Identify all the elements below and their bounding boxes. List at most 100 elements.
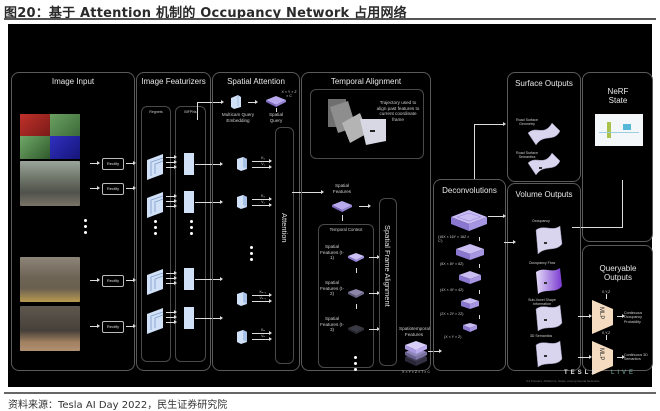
arrow-icon: [195, 316, 223, 320]
arrow-icon: [369, 255, 380, 259]
rectify-block: Rectify: [102, 321, 124, 333]
arrow-icon: [195, 277, 223, 281]
arrow-icon: [90, 161, 100, 165]
volume-output-label: Sub-Voxel Shape Information: [528, 298, 556, 307]
arrow-icon: [90, 186, 100, 190]
spatial-query-label: Spatial Query: [268, 112, 284, 123]
temporal-context-label: Temporal Context: [329, 227, 363, 232]
deconv-dims: (4X × 4Y × 4Z): [440, 288, 464, 292]
mlp-query-input: X,Y,Z: [601, 331, 611, 335]
mlp-block: [592, 300, 613, 334]
title-divider: [4, 18, 656, 20]
nerf-state-title: NeRF State: [607, 87, 629, 105]
arrow-icon: [252, 197, 272, 201]
mlp-query-input: X,Y,Z: [601, 290, 611, 294]
branding-caption: 3.2 Pointers, Platforms, Scale, among Ne…: [526, 379, 600, 383]
arrow-icon: [166, 271, 177, 275]
connector-line: [622, 180, 623, 228]
trajectory-panel: [310, 89, 424, 159]
arrow-icon: [369, 327, 380, 331]
k-label: Kₙ: [261, 328, 265, 332]
context-item-label: Spatial Features (t-2): [320, 280, 344, 297]
queryable-outputs-section: Queryable Outputs: [582, 245, 653, 371]
v-label: V₁: [261, 162, 265, 166]
arrow-icon: [252, 331, 272, 335]
camera-view-street-2: [20, 257, 80, 302]
spatial-features-label: Spatial Features: [332, 183, 352, 194]
spatial-query-voxel: [266, 96, 286, 107]
v-label: Vₙ₋₁: [259, 296, 267, 300]
image-input-section: Image Input: [11, 72, 135, 371]
context-item-label: Spatial Features (t-1): [320, 244, 344, 261]
arrow-icon: [578, 314, 592, 318]
road-semantics-surface: [527, 152, 561, 176]
kv-cube: [237, 157, 247, 171]
volume-output-label: Occupancy Flow: [528, 261, 556, 265]
ellipsis-icon: [250, 246, 254, 264]
deconv-voxel-4x: [459, 271, 481, 284]
kv-cube: [237, 195, 247, 209]
arrow-icon: [166, 315, 177, 319]
arrow-icon: [504, 240, 516, 244]
arrow-icon: [428, 349, 442, 353]
arrow-icon: [166, 155, 177, 159]
arrow-icon: [479, 264, 480, 268]
arrow-icon: [248, 100, 258, 104]
k-label: Kₙ₋₁: [259, 290, 267, 294]
arrow-icon: [292, 190, 324, 194]
rectify-block: Rectify: [102, 275, 124, 287]
3d-semantics-volume: [535, 340, 563, 368]
connector-line: [474, 124, 475, 179]
temporal-alignment-title: Temporal Alignment: [330, 77, 402, 86]
camera-view-street-1: [20, 161, 80, 206]
camera-view-multichannel: [20, 114, 80, 159]
trajectory-note: Trajectory used to align past features t…: [376, 100, 420, 123]
volume-output-label: 3D Semantics: [529, 334, 553, 338]
occupancy-volume: [535, 225, 563, 255]
spatiotemporal-label: Spatiotemporal Features: [399, 326, 430, 337]
arrow-icon: [359, 204, 371, 208]
mlp-output-label: Continuous 3D Semantics: [624, 353, 648, 362]
arrow-icon: [578, 355, 592, 359]
regnets-label: Regnets: [149, 110, 163, 114]
v-label: Vₙ: [261, 334, 265, 338]
arrow-icon: [488, 214, 506, 218]
regnet-block: [147, 192, 164, 218]
ellipsis-icon: [354, 356, 358, 374]
arrow-icon: [166, 281, 177, 285]
arrow-icon: [479, 237, 480, 241]
arrow-icon: [252, 203, 272, 207]
rectify-block: Rectify: [102, 183, 124, 195]
regnet-block: [147, 154, 164, 180]
arrow-icon: [276, 108, 277, 112]
bifpn-block: [184, 268, 194, 290]
arrow-icon: [126, 161, 136, 165]
bifpn-block: [184, 191, 194, 213]
arrow-icon: [342, 215, 343, 221]
regnet-block: [147, 269, 164, 295]
arrow-icon: [90, 278, 100, 282]
arrow-icon: [166, 160, 177, 164]
deconv-dims: (2X × 2Y × 2Z): [440, 312, 464, 316]
regnet-block: [147, 308, 164, 334]
diagram-panel: Image Input Rectify Rectify Rectify Rect…: [8, 24, 653, 387]
arrow-icon: [195, 162, 223, 166]
arrow-icon: [197, 100, 224, 104]
context-voxel-t2: [348, 289, 364, 298]
arrow-icon: [166, 165, 177, 169]
image-featurizers-title: Image Featurizers: [141, 77, 206, 86]
arrow-icon: [166, 276, 177, 280]
deconv-dims: (X × Y × Z): [444, 335, 462, 339]
attention-label: Attention: [280, 213, 289, 243]
spatial-query-dims: X × Y × Z × C: [281, 90, 297, 99]
arrow-icon: [606, 294, 607, 299]
query-embedding-block: [231, 95, 241, 109]
context-voxel-t1: [348, 253, 364, 262]
arrow-icon: [90, 324, 100, 328]
surface-outputs-title: Surface Outputs: [515, 79, 573, 88]
camera-view-street-3: [20, 306, 80, 351]
deconv-voxel-2x: [461, 298, 479, 309]
arrow-icon: [166, 204, 177, 208]
spatiotemporal-dims: X × Y × Z × T × C: [402, 370, 430, 374]
deconvolutions-title: Deconvolutions: [442, 186, 497, 195]
